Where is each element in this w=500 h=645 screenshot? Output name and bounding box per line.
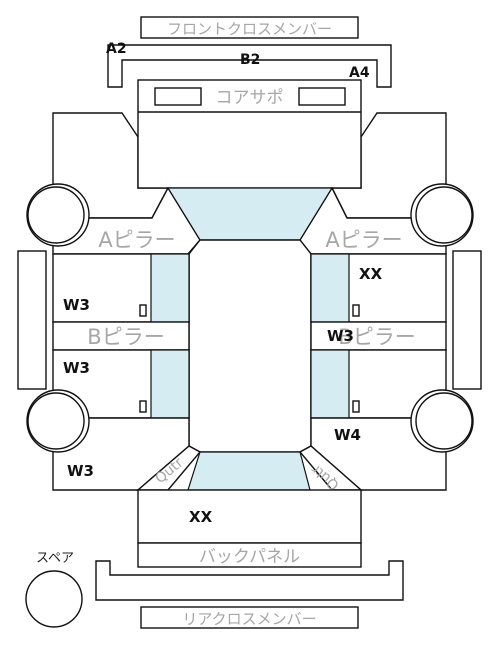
front-right-wheel[interactable]: [410, 183, 474, 247]
trunk-lid[interactable]: [137, 489, 362, 544]
a-pillar-left-label: Aピラー: [98, 228, 175, 252]
roof[interactable]: [188, 239, 312, 453]
mark-w4-right-rear: W4: [334, 426, 361, 444]
spare-tire[interactable]: スペア: [25, 551, 83, 628]
rear-window[interactable]: [187, 451, 311, 491]
spare-label: スペア: [36, 551, 74, 566]
right-front-door-handle: [352, 304, 360, 317]
mark-xx-right-front: XX: [359, 265, 383, 283]
b-pillar-left[interactable]: Bピラー: [52, 321, 190, 351]
front-bumper-outline[interactable]: [107, 44, 392, 88]
front-cross-member-label: フロントクロスメンバー: [167, 20, 332, 38]
rear-right-wheel[interactable]: [410, 389, 474, 453]
front-cross-member[interactable]: フロントクロスメンバー: [140, 16, 359, 39]
left-front-window[interactable]: [150, 253, 190, 323]
b-pillar-left-label: Bピラー: [87, 325, 164, 349]
mark-w3-right-mid: W3: [327, 327, 354, 345]
mark-a4: A4: [349, 65, 370, 81]
b-pillar-right[interactable]: Bピラー: [310, 321, 447, 351]
right-rear-window[interactable]: [310, 349, 350, 419]
left-side-step[interactable]: [17, 250, 47, 390]
left-front-door-handle: [139, 304, 147, 317]
rear-bumper-outline[interactable]: [95, 560, 404, 601]
mark-xx-rear: XX: [189, 508, 213, 526]
core-support[interactable]: コアサポ: [154, 87, 346, 108]
back-panel[interactable]: バックパネル: [137, 542, 362, 568]
front-left-wheel[interactable]: [26, 183, 90, 247]
rear-cross-member-label: リアクロスメンバー: [182, 610, 316, 628]
a-pillar-right-label: Aピラー: [325, 228, 402, 252]
right-front-window[interactable]: [310, 253, 350, 323]
rear-cross-member[interactable]: リアクロスメンバー: [140, 606, 359, 629]
back-panel-label: バックパネル: [199, 547, 300, 567]
b-pillar-right-label: Bピラー: [338, 325, 415, 349]
core-support-label: コアサポ: [216, 88, 284, 108]
mark-w3-left-bottom: W3: [67, 462, 94, 480]
left-rear-door-handle: [139, 400, 147, 413]
right-side-step[interactable]: [452, 250, 482, 390]
right-rear-door-handle: [352, 400, 360, 413]
left-rear-window[interactable]: [150, 349, 190, 419]
a-pillar-right[interactable]: Aピラー: [299, 186, 447, 255]
mark-a2: A2: [106, 41, 127, 57]
mark-b2: B2: [240, 52, 260, 68]
right-headlight: [298, 87, 346, 106]
rear-left-wheel[interactable]: [26, 389, 90, 453]
left-headlight: [154, 87, 202, 106]
mark-w3-left-front: W3: [63, 296, 90, 314]
mark-w3-left-rear: W3: [63, 359, 90, 377]
